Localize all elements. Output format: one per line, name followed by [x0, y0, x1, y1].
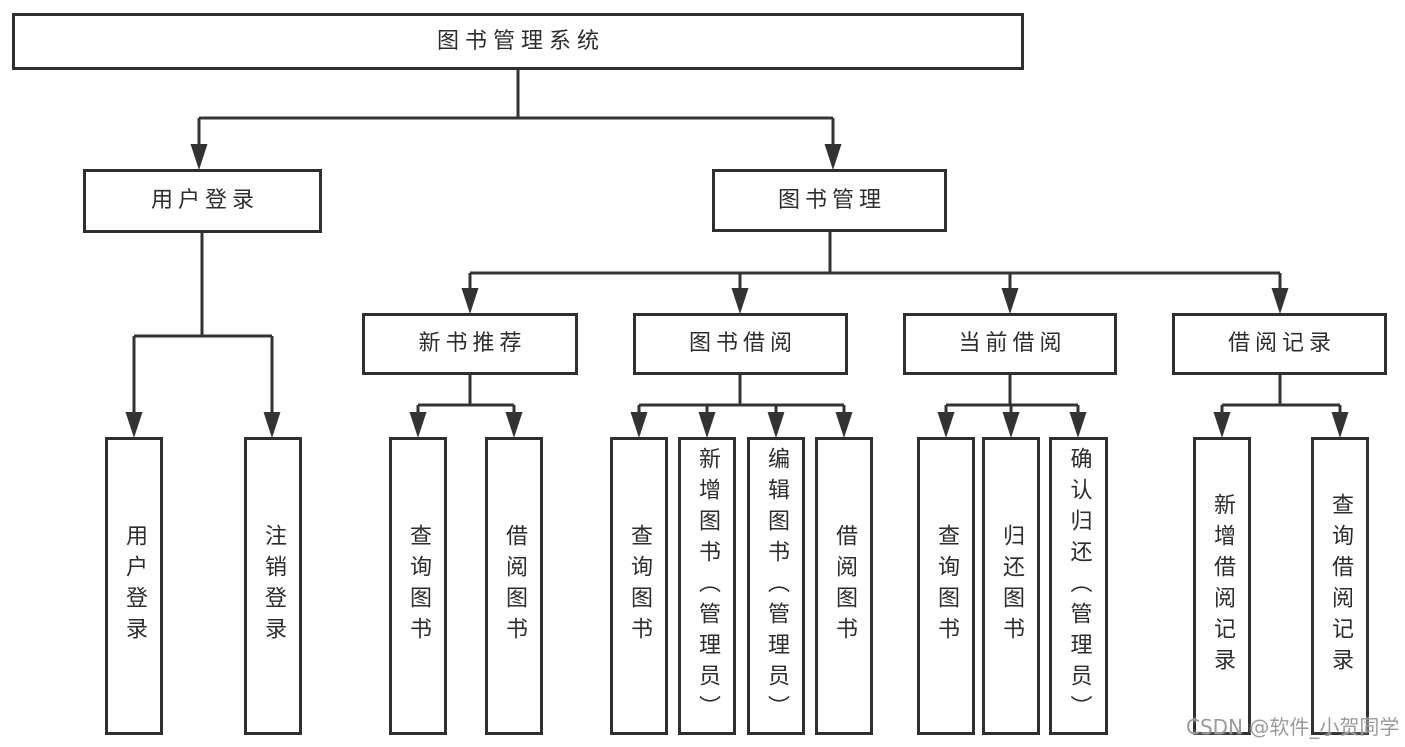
- node-borrow-records: 借阅记录: [1172, 313, 1387, 375]
- node-label: 借阅记录: [1227, 331, 1336, 356]
- leaf-logout: 注销登录: [244, 437, 302, 735]
- node-book-management: 图书管理: [712, 169, 947, 232]
- connector-book-management-children: [461, 232, 1289, 314]
- leaf-query-books-recommend: 查询图书: [389, 437, 447, 735]
- node-label: 确认归还（管理员）: [1066, 446, 1092, 726]
- leaf-return-books: 归还图书: [982, 437, 1040, 735]
- node-label: 借阅图书: [832, 524, 857, 648]
- node-label: 图书借阅: [688, 331, 797, 356]
- node-label: 查询借阅记录: [1328, 493, 1353, 679]
- node-label: 当前借阅: [958, 331, 1067, 356]
- csdn-watermark: CSDN @软件_小贺同学: [1186, 715, 1400, 739]
- leaf-edit-books-admin: 编辑图书（管理员）: [747, 437, 805, 735]
- node-label: 归还图书: [999, 524, 1024, 648]
- node-label: 查询图书: [934, 524, 959, 648]
- leaf-confirm-return-admin: 确认归还（管理员）: [1049, 437, 1108, 735]
- node-label: 查询图书: [627, 524, 652, 648]
- node-library-management-system: 图书管理系统: [12, 13, 1024, 70]
- leaf-query-borrow-record: 查询借阅记录: [1311, 437, 1369, 735]
- node-user-login: 用户登录: [83, 169, 322, 233]
- node-new-book-recommend: 新书推荐: [362, 313, 578, 375]
- connector-borrow-record-children: [1213, 375, 1349, 438]
- node-label: 用户登录: [122, 524, 147, 648]
- leaf-borrow-books-recommend: 借阅图书: [485, 437, 543, 735]
- node-label: 用户登录: [150, 188, 259, 213]
- node-label: 新增图书（管理员）: [695, 446, 720, 726]
- node-label: 查询图书: [406, 524, 431, 648]
- leaf-query-books-borrow: 查询图书: [610, 437, 668, 735]
- connector-user-login-children: [125, 233, 281, 438]
- leaf-add-books-admin: 新增图书（管理员）: [678, 437, 736, 735]
- node-label: 编辑图书（管理员）: [764, 446, 789, 726]
- node-label: 新书推荐: [418, 331, 527, 356]
- leaf-add-borrow-record: 新增借阅记录: [1193, 437, 1251, 735]
- node-label: 新增借阅记录: [1210, 493, 1235, 679]
- connector-book-borrow-children: [630, 375, 853, 438]
- leaf-borrow-books: 借阅图书: [815, 437, 873, 735]
- node-label: 注销登录: [261, 524, 286, 648]
- leaf-user-login: 用户登录: [105, 437, 163, 735]
- connector-root-to-level1: [190, 70, 842, 170]
- node-label: 图书管理系统: [436, 28, 605, 54]
- leaf-query-books-current: 查询图书: [917, 437, 975, 735]
- node-label: 借阅图书: [502, 524, 527, 648]
- connector-current-borrow-children: [937, 375, 1087, 438]
- node-book-borrow: 图书借阅: [633, 313, 848, 375]
- connector-new-book-children: [409, 375, 523, 438]
- node-label: 图书管理: [777, 187, 886, 213]
- node-current-borrow: 当前借阅: [903, 313, 1117, 375]
